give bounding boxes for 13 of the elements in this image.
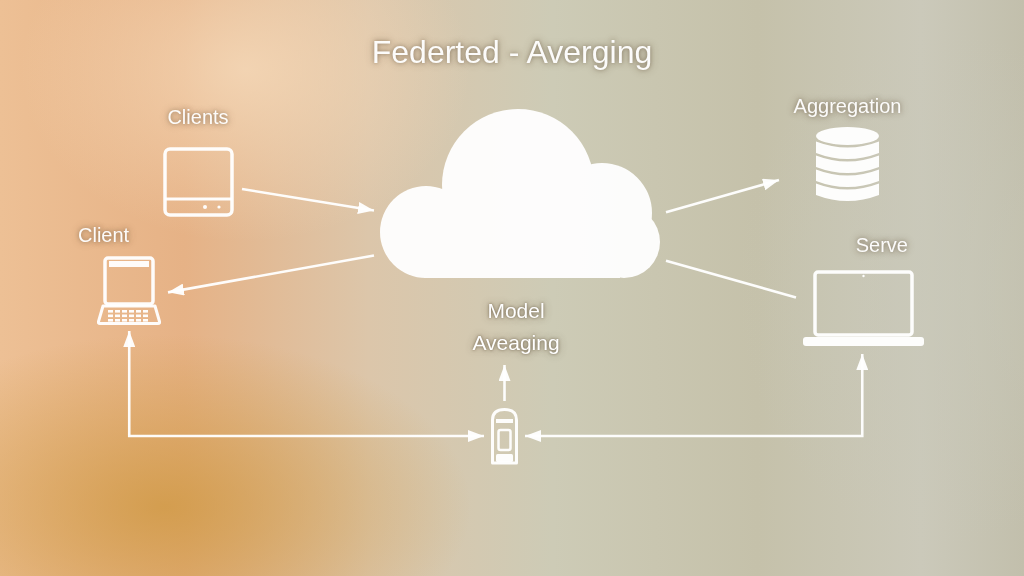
connector-line	[665, 259, 797, 299]
device-label: Client	[78, 223, 130, 247]
arrow	[123, 331, 484, 442]
arrow	[498, 365, 511, 401]
device-label: Clients	[167, 105, 229, 129]
device-label: Aggregation	[793, 94, 902, 118]
arrow	[241, 187, 375, 214]
arrow	[167, 254, 375, 296]
diagram-title: Federted - Averging	[371, 33, 653, 71]
arrow	[665, 178, 780, 214]
device-label: Serve	[855, 233, 908, 257]
arrow	[525, 354, 869, 442]
diagram-label: Model Aveaging	[468, 295, 564, 359]
